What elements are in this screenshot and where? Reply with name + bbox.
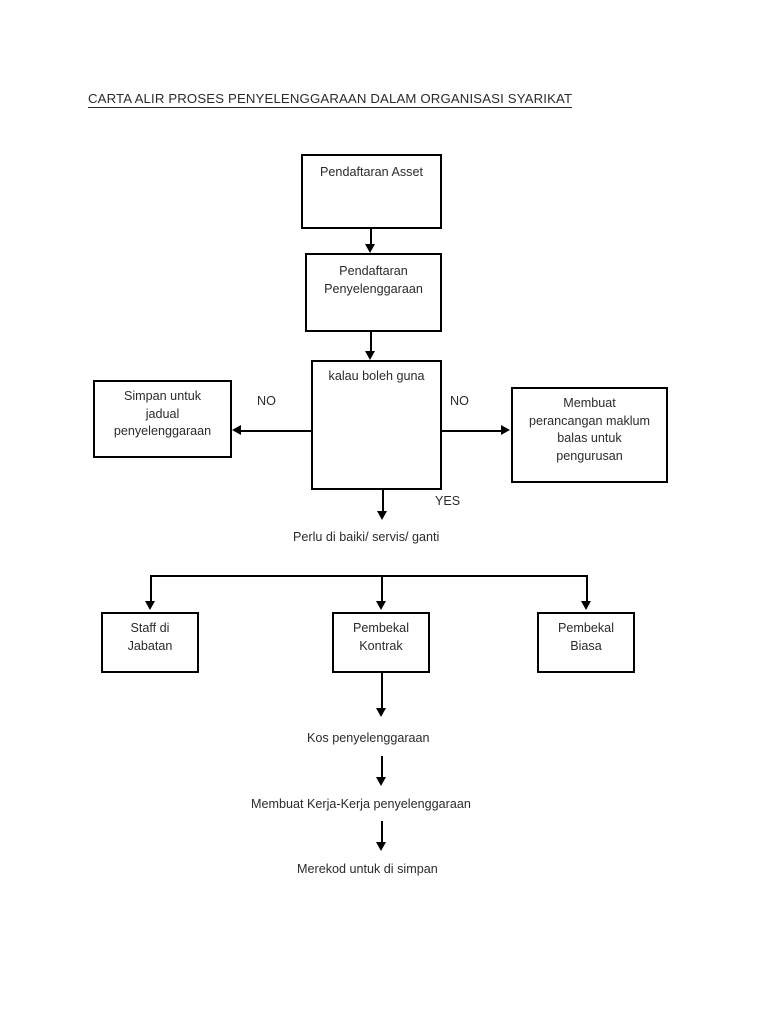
node-membuat-kerja-kerja: Membuat Kerja-Kerja penyelenggaraan (251, 797, 471, 811)
edge-n10-n11-arrow (375, 777, 386, 786)
node-membuat-perancangan-maklum-balas: Membuat perancangan maklum balas untuk p… (511, 387, 668, 483)
node-simpan-untuk-jadual: Simpan untuk jadual penyelenggaraan (93, 380, 232, 458)
node-pendaftaran-asset: Pendaftaran Asset (301, 154, 442, 229)
edge-n8-n10-arrow (375, 708, 386, 717)
branch-bus-horizontal (150, 575, 586, 577)
node-label: Pembekal Kontrak (352, 621, 409, 653)
edge-n3-n4-line (241, 430, 311, 432)
edge-n3-n6-line (382, 490, 384, 512)
node-label: Simpan untuk jadual penyelenggaraan (113, 389, 212, 438)
branch-middle-drop (381, 575, 383, 602)
branch-left-drop (150, 575, 152, 602)
node-label: Membuat perancangan maklum balas untuk p… (528, 396, 651, 463)
node-label: Pembekal Biasa (557, 621, 614, 653)
edge-n2-n3-line (370, 332, 372, 352)
node-label: Pendaftaran Penyelenggaraan (324, 264, 423, 296)
node-label: Staff di Jabatan (127, 621, 173, 653)
node-perlu-di-baiki: Perlu di baiki/ servis/ ganti (293, 530, 440, 544)
node-pendaftaran-penyelenggaraan: Pendaftaran Penyelenggaraan (305, 253, 442, 332)
node-pembekal-biasa: Pembekal Biasa (537, 612, 635, 673)
node-kos-penyelenggaraan: Kos penyelenggaraan (307, 731, 430, 745)
edge-label-no-left: NO (257, 394, 276, 408)
page-title: CARTA ALIR PROSES PENYELENGGARAAN DALAM … (88, 91, 573, 108)
branch-middle-arrow (375, 601, 386, 610)
edge-n11-n12-arrow (375, 842, 386, 851)
edge-n3-n5-line (442, 430, 502, 432)
node-pembekal-kontrak: Pembekal Kontrak (332, 612, 430, 673)
edge-n1-n2-arrow (365, 244, 375, 253)
node-merekod-untuk-di-simpan: Merekod untuk di simpan (297, 862, 438, 876)
node-label: kalau boleh guna (328, 369, 425, 383)
edge-n3-n6-arrow (377, 511, 387, 520)
edge-n3-n5-arrow (501, 424, 510, 435)
node-kalau-boleh-guna: kalau boleh guna (311, 360, 442, 490)
edge-n11-n12-line (381, 821, 383, 843)
edge-label-no-right: NO (450, 394, 469, 408)
branch-right-arrow (580, 601, 591, 610)
edge-n10-n11-line (381, 756, 383, 778)
node-label: Pendaftaran Asset (320, 165, 423, 179)
edge-label-yes: YES (435, 494, 461, 508)
branch-left-arrow (144, 601, 155, 610)
edge-n8-n10-line (381, 673, 383, 709)
edge-n3-n4-arrow (232, 424, 241, 435)
edge-n2-n3-arrow (365, 351, 375, 360)
branch-right-drop (586, 575, 588, 602)
node-staff-di-jabatan: Staff di Jabatan (101, 612, 199, 673)
edge-n1-n2-line (370, 229, 372, 245)
